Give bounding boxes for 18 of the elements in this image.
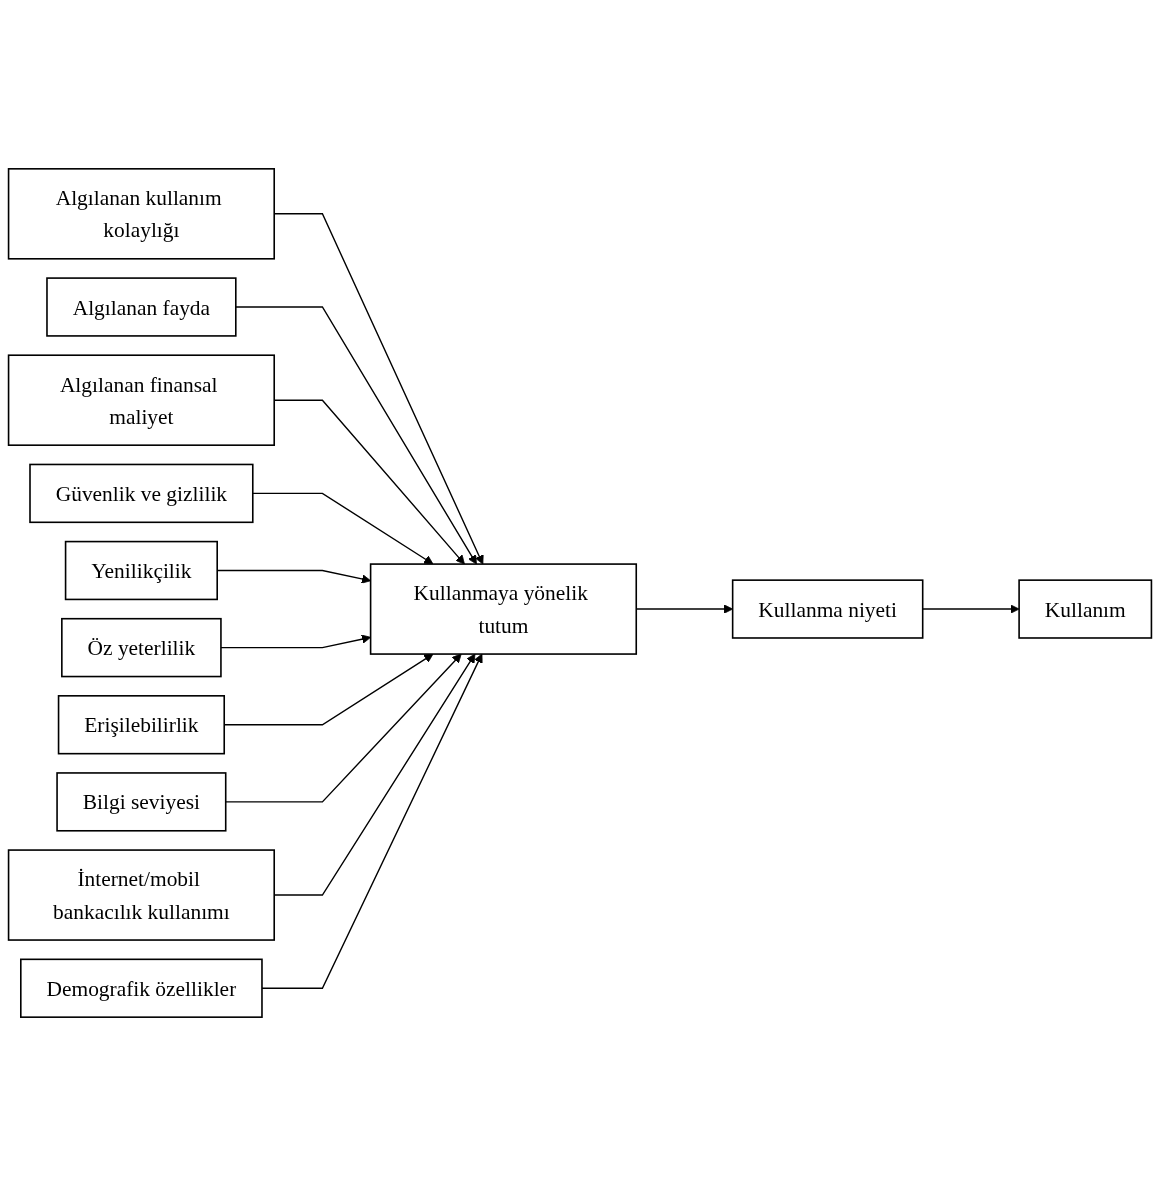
node-box: Algılanan finansal maliyet [7, 354, 275, 446]
node-box: İnternet/mobil bankacılık kullanımı [7, 849, 275, 941]
arrow [225, 653, 462, 803]
node-box: Algılanan fayda [46, 277, 237, 337]
arrow [252, 492, 434, 565]
node-box: Erişilebilirlik [57, 695, 226, 755]
node-box: Bilgi seviyesi [56, 772, 227, 832]
node-box: Güvenlik ve gizlilik [29, 463, 254, 524]
arrow [261, 653, 483, 989]
node-box: Demografik özellikler [20, 958, 263, 1018]
node-box: Kullanım [1018, 579, 1153, 639]
arrow [235, 306, 477, 565]
arrow [922, 604, 1020, 614]
node-box: Öz yeterlilik [61, 617, 222, 678]
node-box: Kullanma niyeti [731, 579, 924, 639]
node-box: Yenilikçilik [64, 540, 218, 601]
node-box: Kullanmaya yönelik tutum [369, 563, 638, 655]
node-box: Algılanan kullanım kolaylığı [7, 168, 275, 260]
